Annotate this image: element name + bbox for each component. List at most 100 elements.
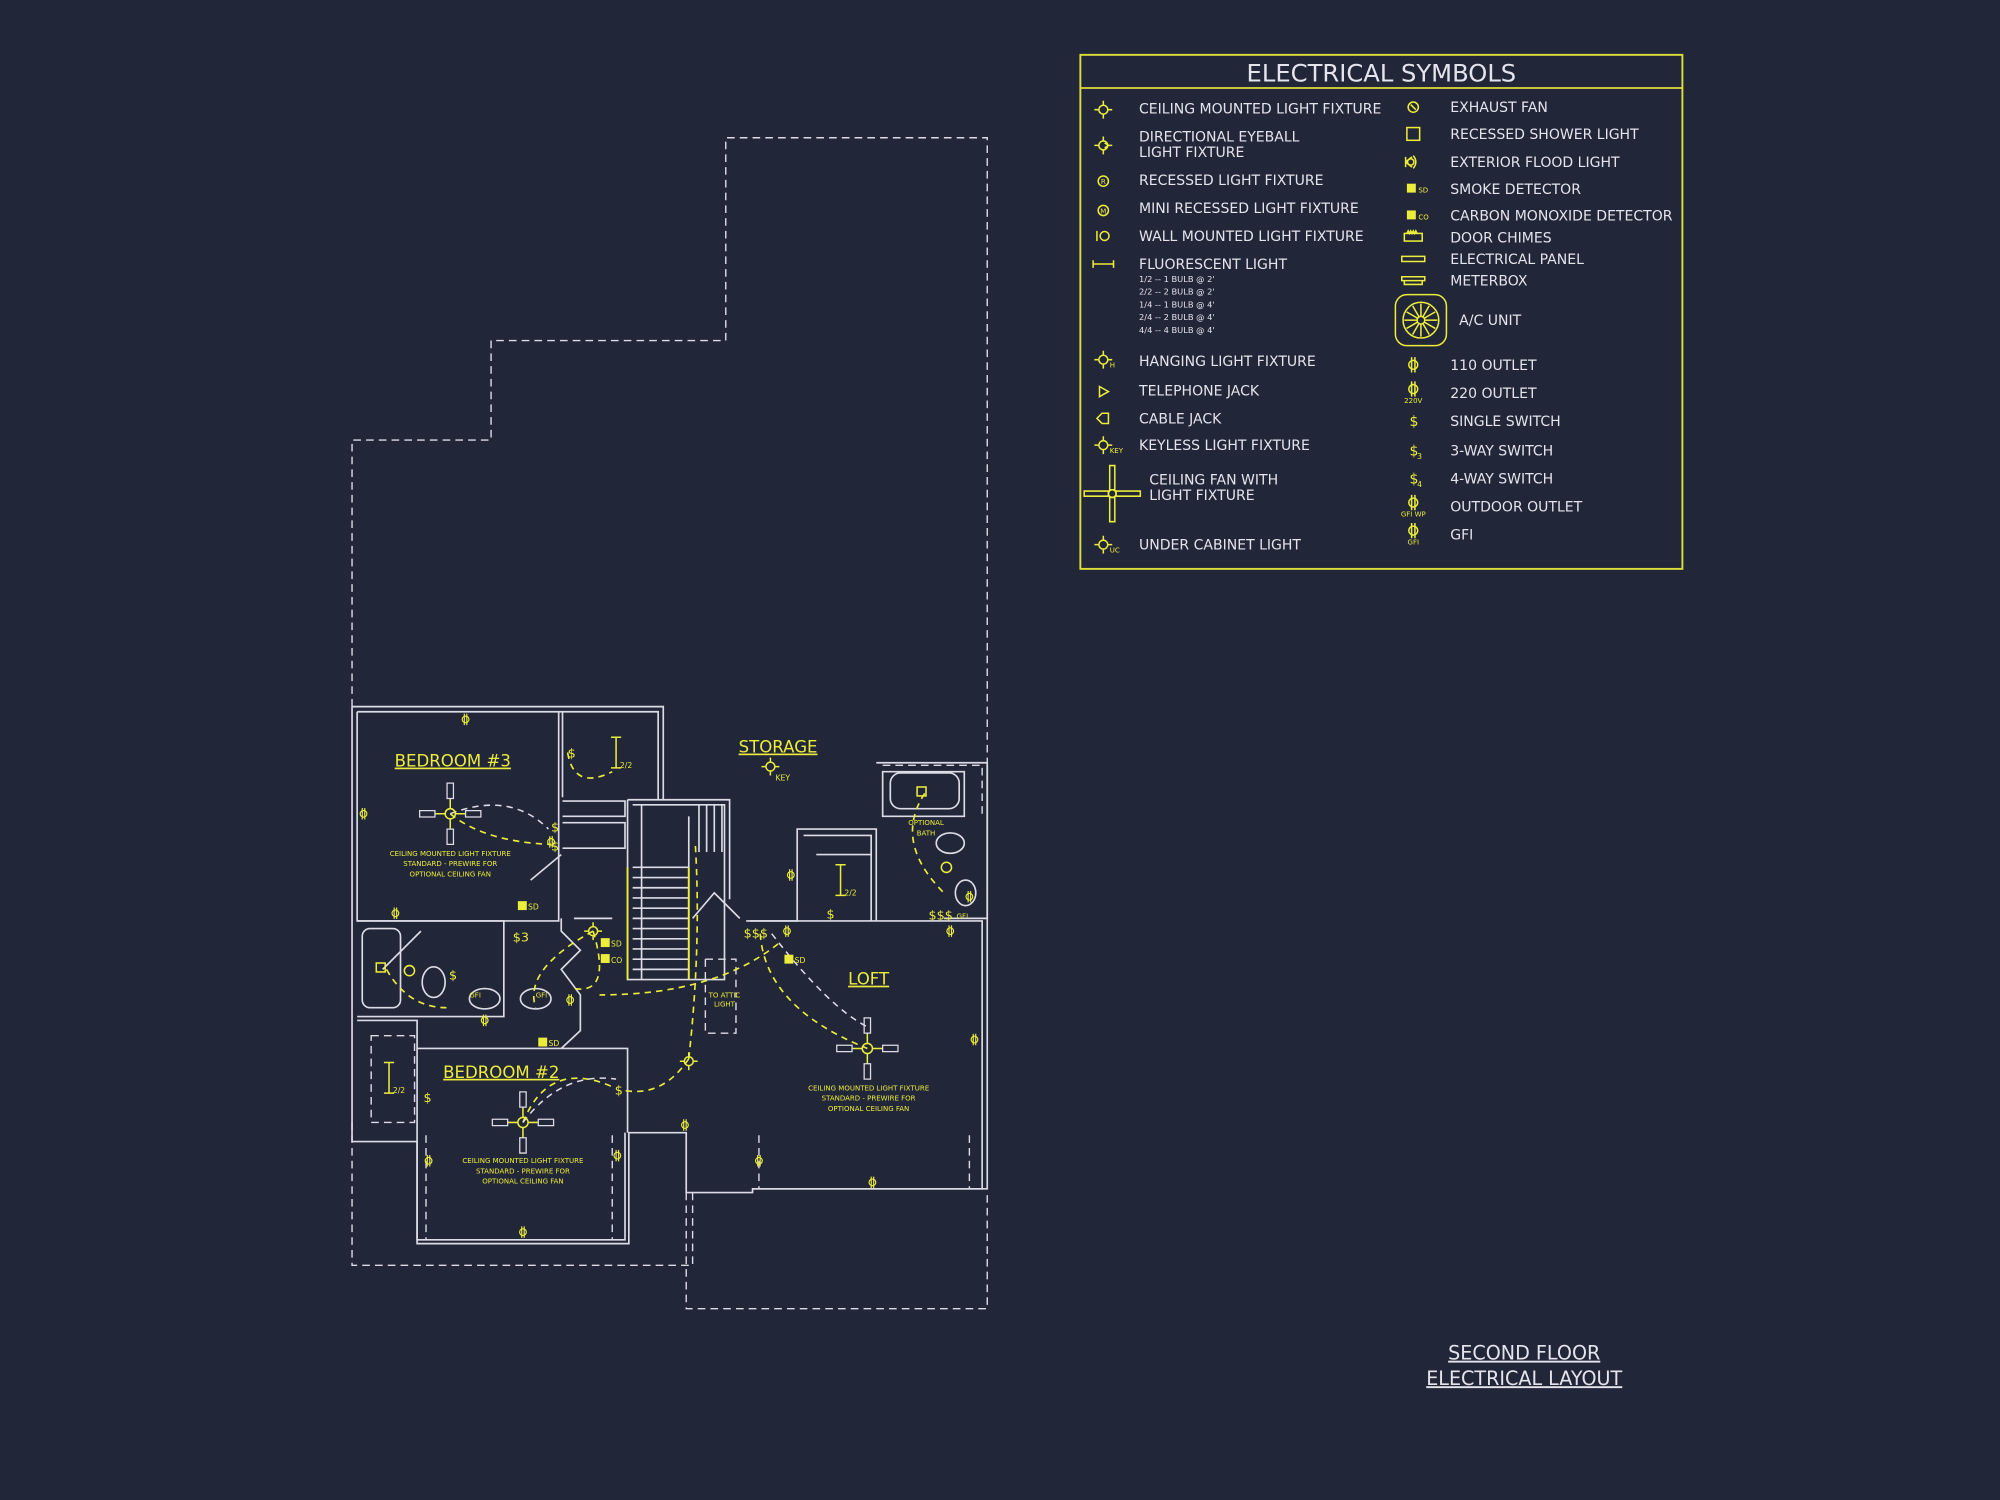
switch-glyph: $	[1409, 443, 1418, 459]
wall	[530, 853, 741, 919]
co-detector-tag: CO	[611, 956, 622, 965]
legend-item-label: 220 OUTLET	[1450, 386, 1537, 402]
fan-note-bedroom-3: CEILING MOUNTED LIGHT FIXTURE STANDARD -…	[390, 849, 511, 878]
walls	[351, 137, 989, 1310]
wire-run	[522, 1077, 617, 1123]
stair-rail	[626, 867, 690, 980]
fluorescent-light-icon	[1092, 260, 1115, 268]
dashed-outline	[685, 1192, 988, 1310]
outlet-110-icon	[681, 1118, 689, 1132]
telephone-jack-icon	[1098, 385, 1110, 399]
keyless-tag: KEY	[776, 774, 791, 783]
legend-item-label: UNDER CABINET LIGHT	[1139, 538, 1301, 554]
toilet	[935, 832, 966, 855]
icon-tag: CO	[1418, 212, 1429, 221]
attic-light-note: TO ATTIC LIGHT	[708, 990, 741, 1008]
eyeball-light-icon	[1093, 135, 1114, 156]
fluorescent-bulb-spec: 2/4 -- 2 BULB @ 4'	[1139, 312, 1215, 322]
gfi-tag: GFI	[536, 990, 548, 999]
fluorescent-light-icon	[835, 864, 846, 897]
wall	[876, 761, 989, 920]
fluorescent-bulb-spec: 2/2 -- 2 BULB @ 2'	[1139, 287, 1215, 297]
outdoor-outlet-icon: GFI WP	[1401, 494, 1426, 519]
legend-item-keyless-light: KEY KEYLESS LIGHT FIXTURE	[1093, 435, 1310, 455]
wire-run	[449, 813, 552, 846]
light-switch-icon: $	[551, 821, 559, 836]
meterbox-icon	[1401, 276, 1426, 286]
dashed-outline	[351, 137, 988, 766]
outlet-220-icon: 220V	[1404, 380, 1423, 405]
note-line: CEILING MOUNTED LIGHT FIXTURE	[390, 849, 511, 858]
legend-item-label: KEYLESS LIGHT FIXTURE	[1139, 438, 1310, 454]
mini-recessed-light-icon: M	[1097, 204, 1110, 217]
legend-item-ac-unit: A/C UNIT	[1394, 293, 1522, 347]
icon-tag: GFI	[1408, 538, 1420, 547]
light-switch-icon: $	[551, 840, 559, 855]
plan-symbols: 2/22/22/2SDSDSDSDCOKEY$$$$$$$$$$3$$$$GFI…	[359, 713, 979, 1239]
legend-item-telephone-jack: TELEPHONE JACK	[1098, 383, 1260, 399]
legend-item-outlet-220: 220V 220 OUTLET	[1404, 380, 1537, 405]
note-line: OPTIONAL CEILING FAN	[482, 1177, 563, 1186]
switch-glyph: $	[1409, 414, 1418, 430]
dashed-outline	[425, 1135, 971, 1240]
legend-item-label-line-2: LIGHT FIXTURE	[1139, 145, 1244, 161]
wire-run	[759, 933, 868, 1050]
bathtub	[361, 927, 402, 1009]
outlet-110-icon	[868, 1176, 877, 1189]
legend-item-label-line-2: LIGHT FIXTURE	[1149, 488, 1254, 504]
drawing-title-line-1: SECOND FLOOR	[1448, 1342, 1600, 1365]
legend-item-label: ELECTRICAL PANEL	[1450, 252, 1584, 268]
wall	[382, 917, 613, 970]
legend-item-label: CEILING FAN WITH	[1149, 473, 1278, 489]
outlet-110-icon	[461, 713, 470, 726]
electrical-symbols-legend: ELECTRICAL SYMBOLS CEILING MOUNTED LIGHT…	[1079, 53, 1684, 570]
drawing-title-line-2: ELECTRICAL LAYOUT	[1426, 1367, 1622, 1390]
note-line: BATH	[917, 828, 936, 837]
note-line: STANDARD - PREWIRE FOR	[822, 1094, 916, 1103]
wire-run	[385, 968, 447, 1009]
light-switch-icon: $	[615, 1083, 623, 1098]
legend-item-label: GFI	[1450, 528, 1473, 544]
fluorescent-tag: 2/2	[844, 888, 856, 897]
sink	[519, 987, 552, 1010]
note-line: OPTIONAL CEILING FAN	[828, 1104, 909, 1113]
shower-light-icon	[916, 786, 927, 797]
fan-note-loft: CEILING MOUNTED LIGHT FIXTURE STANDARD -…	[808, 1084, 929, 1113]
legend-item-label: 110 OUTLET	[1450, 358, 1537, 374]
gfi-tag: GFI	[469, 990, 481, 999]
legend-item-three-way-switch: $3 3-WAY SWITCH	[1409, 443, 1553, 461]
room-label-storage: STORAGE	[739, 738, 818, 757]
flood-light-icon	[1404, 155, 1417, 169]
legend-item-single-switch: $SINGLE SWITCH	[1409, 414, 1560, 430]
icon-tag: GFI WP	[1401, 510, 1426, 519]
room-label-bedroom-2: BEDROOM #2	[443, 1063, 559, 1082]
legend-item-label: 3-WAY SWITCH	[1450, 443, 1553, 459]
outlet-110-icon	[786, 868, 795, 882]
toilet	[421, 966, 446, 999]
light-switch-icon: $$$	[929, 909, 953, 924]
wire-run	[624, 1058, 690, 1093]
icon-tag: KEY	[1110, 446, 1124, 455]
switch-subscript: 3	[1417, 452, 1422, 461]
hanging-light-icon: H	[1093, 350, 1115, 370]
wall	[352, 705, 665, 800]
legend-item-label: TELEPHONE JACK	[1138, 383, 1260, 399]
icon-tag: SD	[1418, 186, 1428, 195]
room-label-bedroom-3: BEDROOM #3	[395, 752, 511, 771]
icon-glyph: M	[1100, 206, 1106, 215]
legend-item-label: CEILING MOUNTED LIGHT FIXTURE	[1139, 102, 1381, 118]
wall	[560, 918, 582, 1050]
drawing-title: SECOND FLOOR ELECTRICAL LAYOUT	[1426, 1342, 1622, 1391]
legend-item-outlet-110: 110 OUTLET	[1408, 356, 1537, 374]
door-chimes-icon	[1403, 229, 1423, 242]
fluorescent-light-icon	[610, 736, 622, 769]
outlet-110-icon	[613, 1149, 622, 1162]
fluorescent-tag: 2/2	[393, 1086, 405, 1095]
fluorescent-bulb-spec: 1/4 -- 1 BULB @ 4'	[1139, 299, 1215, 309]
wall	[416, 1048, 626, 1241]
